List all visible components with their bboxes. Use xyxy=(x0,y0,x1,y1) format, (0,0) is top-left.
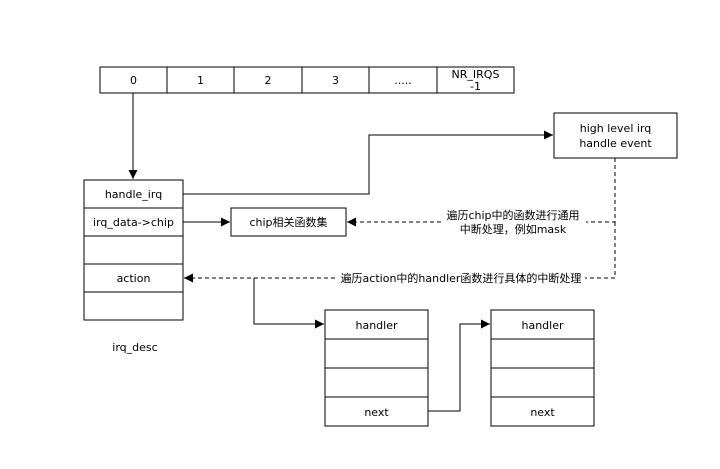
action-node-2-field-empty-1 xyxy=(490,338,595,369)
irq-desc-field-chip xyxy=(83,207,184,237)
action-node-2: handler next xyxy=(490,309,595,427)
chip-annotation-line1: 遍历chip中的函数进行通用 xyxy=(446,208,579,222)
edge-high-level-to-action xyxy=(184,222,616,283)
edge-next-to-second-node xyxy=(428,319,490,412)
chip-annotation-line2: 中断处理，例如mask xyxy=(460,222,567,236)
action-annotation-text: 遍历action中的handler函数进行具体的中断处理 xyxy=(341,271,582,285)
irq-cell-ellipsis xyxy=(368,66,438,94)
irq-cell-0 xyxy=(99,66,168,94)
chip-annotation: 遍历chip中的函数进行通用 中断处理，例如mask xyxy=(442,208,586,236)
action-node-2-field-empty-2 xyxy=(490,367,595,398)
irq-desc-field-handle-irq xyxy=(83,179,184,209)
irq-cell-2-label: 2 xyxy=(265,74,272,87)
irq-cell-2 xyxy=(233,66,303,94)
action-node-1-field-empty-1 xyxy=(324,338,429,369)
irq-desc-struct: handle_irq irq_data->chip action irq_des… xyxy=(83,179,184,354)
irq-desc-field-action xyxy=(83,263,184,293)
action-node-1: handler next xyxy=(324,309,429,427)
action-node-2-handler xyxy=(490,309,595,340)
irq-desc-caption: irq_desc xyxy=(112,341,157,354)
irq-desc-field-empty-1 xyxy=(83,235,184,265)
action-node-2-handler-label: handler xyxy=(521,319,563,332)
action-node-1-field-empty-2 xyxy=(324,367,429,398)
irq-desc-chip-label: irq_data->chip xyxy=(93,216,174,229)
irq-cell-1 xyxy=(166,66,235,94)
action-annotation: 遍历action中的handler函数进行具体的中断处理 xyxy=(337,271,585,285)
irq-array: 0 1 2 3 ..... NR_IRQS -1 xyxy=(99,66,515,94)
action-node-1-handler xyxy=(324,309,429,340)
chip-functions-box: chip相关函数集 xyxy=(230,207,347,237)
action-node-1-next-label: next xyxy=(364,406,389,419)
irq-cell-last xyxy=(436,66,515,94)
edge-handle-irq-to-high-level xyxy=(183,130,553,195)
irq-desc-handle-irq-label: handle_irq xyxy=(105,188,162,201)
chip-functions-rect xyxy=(230,207,347,237)
high-level-handler-box: high level irq handle event xyxy=(553,112,678,159)
irq-desc-action-label: action xyxy=(117,272,151,285)
irq-cell-0-label: 0 xyxy=(130,74,137,87)
edge-action-to-first-node xyxy=(253,278,324,329)
irq-desc-field-empty-2 xyxy=(83,291,184,321)
action-node-2-next xyxy=(490,396,595,427)
action-node-1-handler-label: handler xyxy=(355,319,397,332)
irq-cell-ellipsis-label: ..... xyxy=(394,74,411,87)
chip-annotation-bg xyxy=(442,208,586,236)
irq-cell-last-label-line2: -1 xyxy=(470,80,481,93)
high-level-handler-line1: high level irq xyxy=(580,122,652,135)
irq-cell-1-label: 1 xyxy=(197,74,204,87)
irq-cell-3-label: 3 xyxy=(332,74,339,87)
irq-cell-last-label-line1: NR_IRQS xyxy=(452,68,500,81)
high-level-handler-line2: handle event xyxy=(579,137,652,150)
action-node-2-next-label: next xyxy=(530,406,555,419)
action-node-1-next xyxy=(324,396,429,427)
chip-functions-label: chip相关函数集 xyxy=(249,215,327,229)
high-level-handler-rect xyxy=(553,112,678,159)
action-annotation-bg xyxy=(337,271,585,285)
